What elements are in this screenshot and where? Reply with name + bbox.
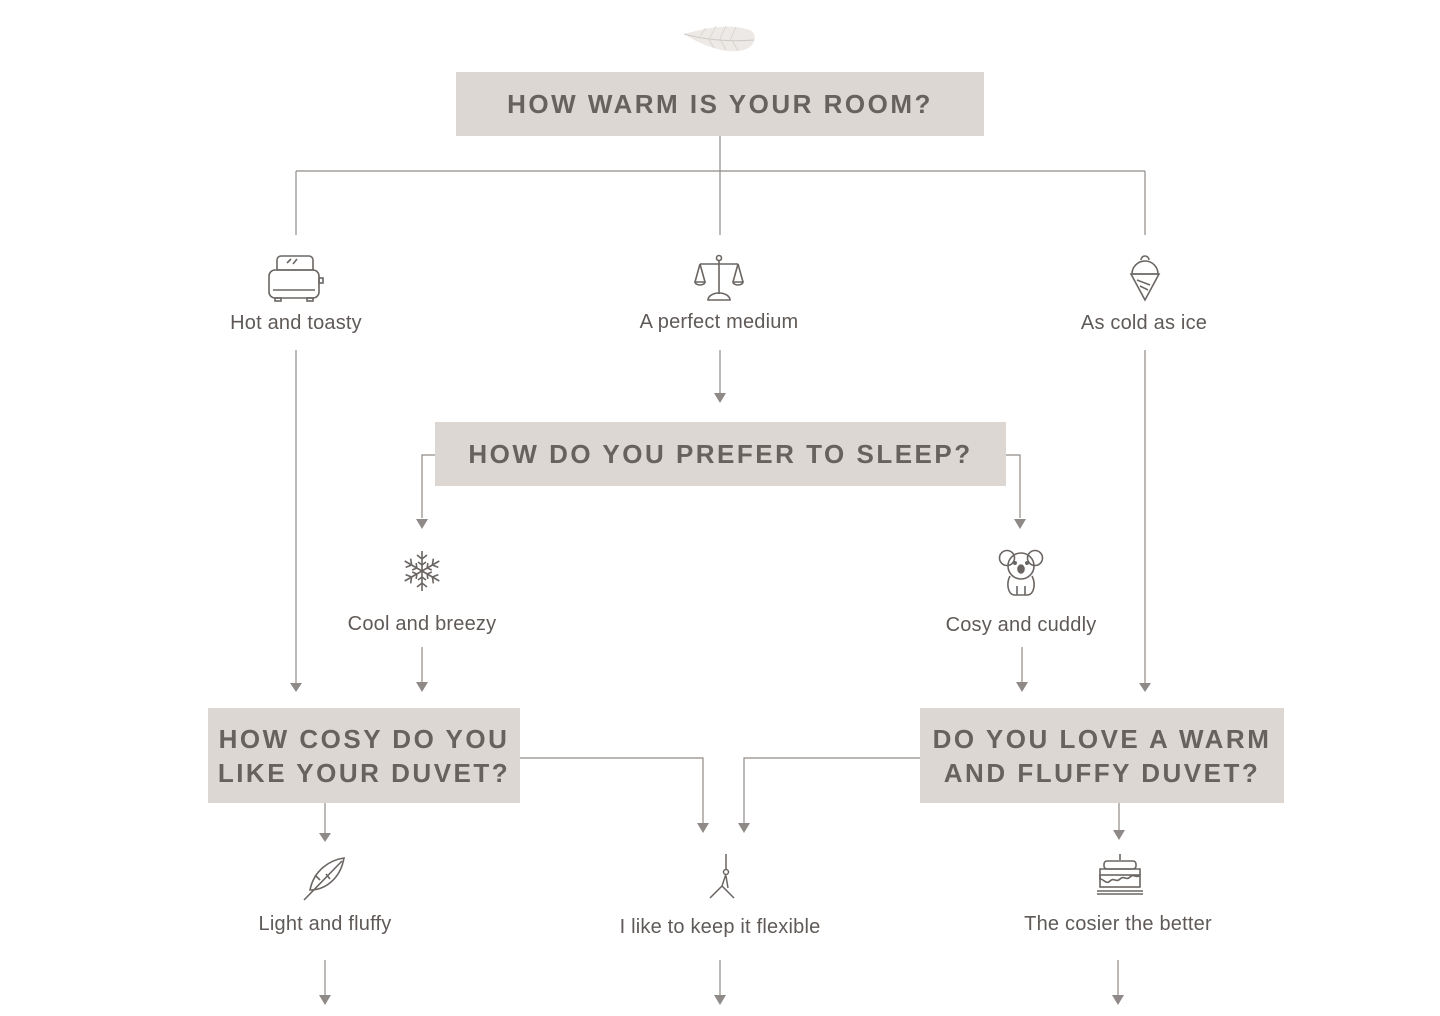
ice-cream-icon (1128, 254, 1162, 302)
question-fluffy-line2: AND FLUFFY DUVET? (943, 757, 1261, 788)
question-cosy-line1: HOW COSY DO YOU (218, 723, 510, 754)
arrow-head (714, 393, 726, 403)
feather-icon (302, 856, 348, 902)
answer-cosier-the-better: The cosier the better (1024, 913, 1212, 935)
arrow-head (416, 519, 428, 529)
feather-icon (680, 22, 760, 58)
toaster-icon (267, 254, 325, 302)
answer-cosy-and-cuddly: Cosy and cuddly (945, 614, 1097, 636)
arrow-head (697, 823, 709, 833)
question-duvet-cosiness: HOW COSY DO YOU LIKE YOUR DUVET? (208, 708, 520, 803)
arrow-head (319, 833, 331, 842)
answer-hot-and-toasty: Hot and toasty (230, 312, 362, 334)
arrow-head (1016, 682, 1028, 692)
yoga-icon (706, 852, 740, 900)
arrow-head (319, 995, 331, 1005)
arrow-head (1113, 830, 1125, 840)
question-fluffy-line1: DO YOU LOVE A WARM (932, 723, 1272, 754)
question-sleep-label: HOW DO YOU PREFER TO SLEEP? (468, 439, 973, 469)
arrow-head (1014, 519, 1026, 529)
answer-keep-it-flexible: I like to keep it flexible (619, 916, 821, 938)
arrow-head (416, 682, 428, 692)
snowflake-icon (400, 548, 444, 594)
answer-perfect-medium: A perfect medium (639, 311, 799, 333)
arrow-head (1139, 683, 1151, 692)
question-cosy-line2: LIKE YOUR DUVET? (217, 757, 511, 788)
arrow-head (1112, 995, 1124, 1005)
question-sleep-preference: HOW DO YOU PREFER TO SLEEP? (435, 422, 1006, 486)
koala-icon (998, 548, 1044, 598)
question-room-label: HOW WARM IS YOUR ROOM? (507, 89, 933, 119)
question-room-warmth: HOW WARM IS YOUR ROOM? (456, 72, 984, 136)
answer-cold-as-ice: As cold as ice (1080, 312, 1208, 334)
cake-icon (1096, 854, 1144, 896)
answer-light-and-fluffy: Light and fluffy (258, 913, 392, 935)
arrow-head (738, 823, 750, 833)
arrow-head (290, 683, 302, 692)
answer-cool-and-breezy: Cool and breezy (347, 613, 497, 635)
arrow-head (714, 995, 726, 1005)
question-warm-fluffy-duvet: DO YOU LOVE A WARM AND FLUFFY DUVET? (920, 708, 1284, 803)
scales-icon (694, 254, 744, 304)
